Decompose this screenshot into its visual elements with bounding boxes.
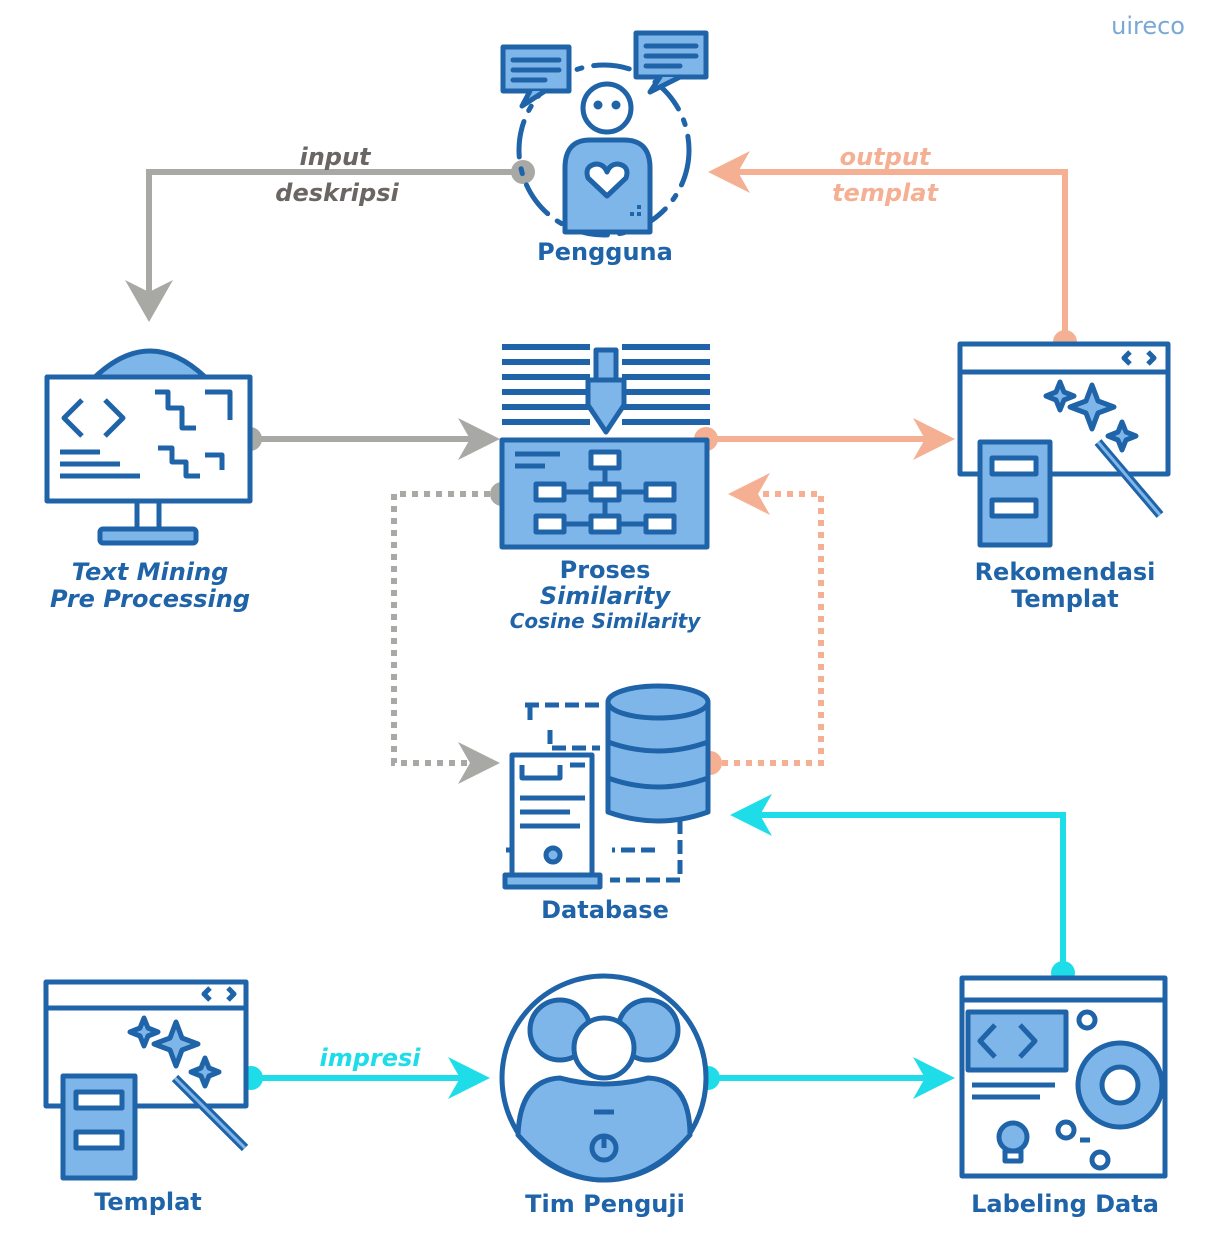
edge-timpenguji-labeling [696,1057,955,1099]
team-icon [499,973,709,1183]
node-label-database: Database [541,896,669,924]
edge-proses-rekomendasi [694,418,955,460]
node-label-pre-processing: Pre Processing [49,585,251,613]
node-label-templat: Templat [94,1188,202,1216]
node-label-rekomendasi: Rekomendasi [974,558,1156,586]
edge-label-output: output [839,143,931,171]
node-label-tim-penguji: Tim Penguji [525,1190,685,1218]
magic-template-icon [957,341,1171,548]
edge-textmining-proses [238,418,500,460]
edge-label-input: input [299,143,371,171]
edge-label-templat: templat [832,179,938,207]
edge-labeling-database [730,794,1075,985]
node-label-similarity: Similarity [539,582,671,610]
node-label-labeling-data: Labeling Data [971,1190,1159,1218]
edge-proses-database [391,482,514,784]
node-label-proses: Proses [559,556,651,584]
database-icon [502,683,711,890]
monitor-code-icon [44,348,253,546]
user-icon [500,30,709,238]
node-label-text-mining: Text Mining [71,558,229,586]
edge-label-deskripsi: deskripsi [275,179,399,207]
labeling-gear-icon [959,975,1168,1179]
node-label-cosine-similarity: Cosine Similarity [509,609,701,633]
node-label-rekomendasi-templat: Templat [1011,585,1119,613]
template-icon [43,979,249,1181]
flowchart-process-icon [499,344,710,550]
edge-label-impresi: impresi [319,1044,421,1072]
node-label-pengguna: Pengguna [537,238,673,266]
uireco-logo: uireco [1111,12,1185,40]
